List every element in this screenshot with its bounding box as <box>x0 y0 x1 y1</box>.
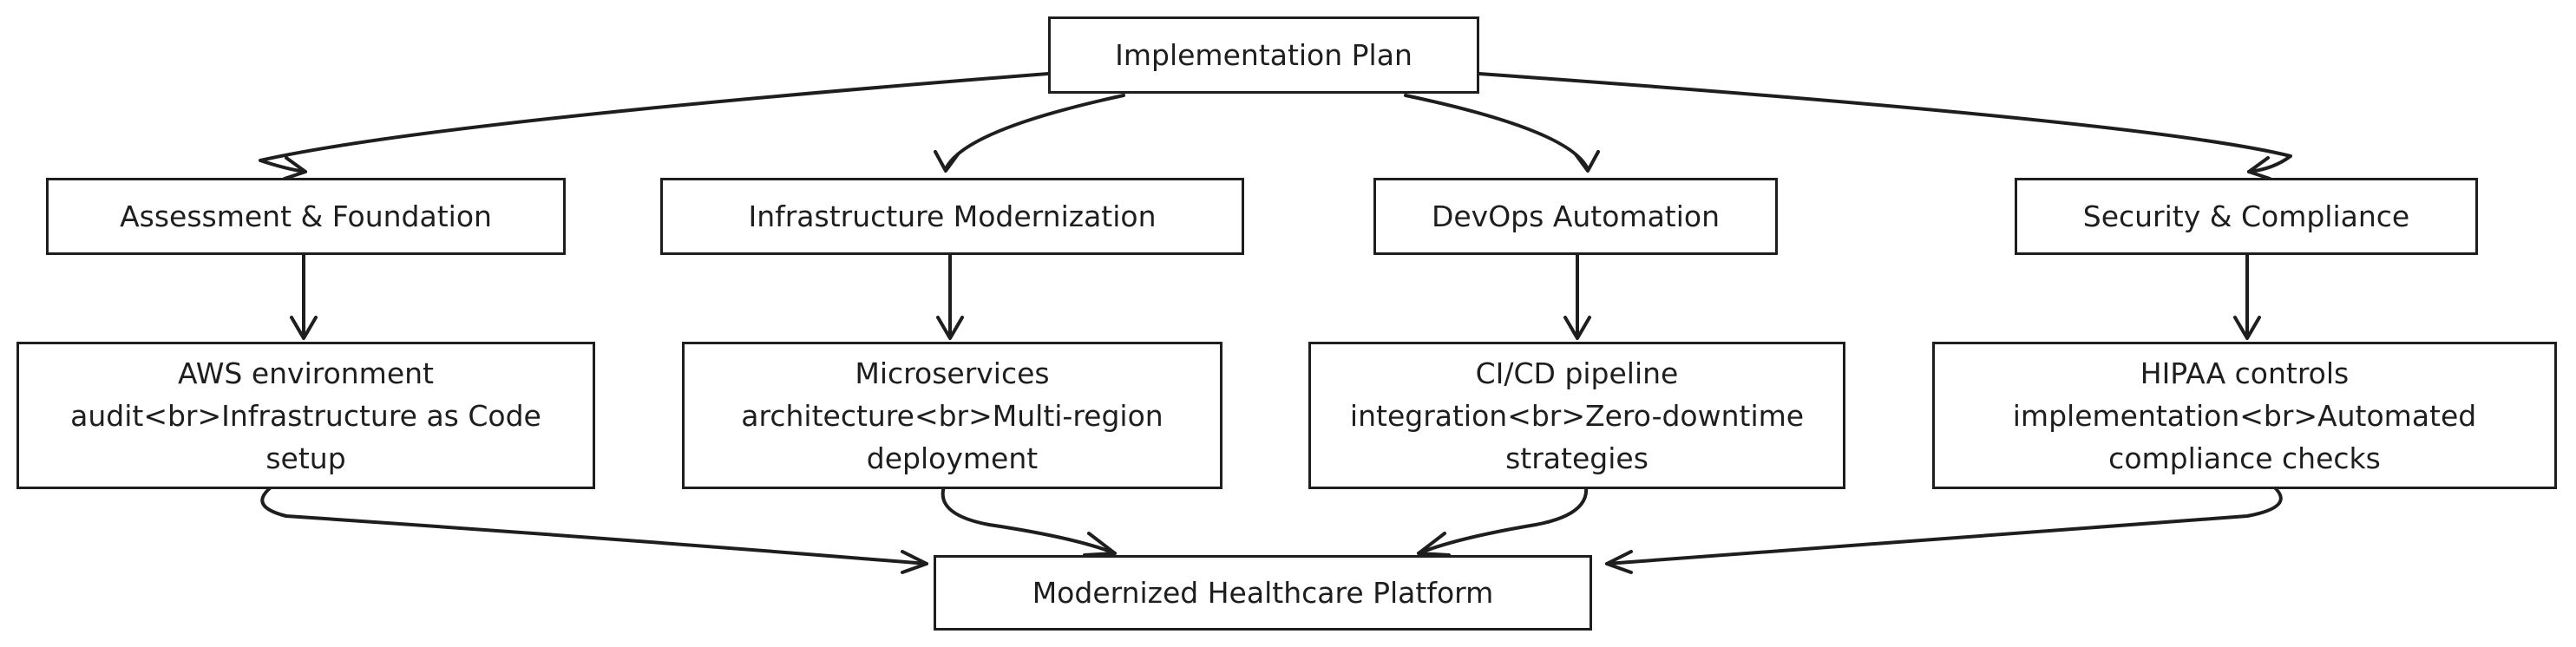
arrow-root-to-security <box>1478 72 2292 180</box>
detail-node-assessment[interactable]: AWS environment audit<br>Infrastructure … <box>16 342 595 489</box>
arrow-root-to-assessment <box>259 72 1050 180</box>
arrow-security-to-outcome <box>1605 467 2283 574</box>
phase-node-security[interactable]: Security & Compliance <box>2015 178 2478 255</box>
outcome-node[interactable]: Modernized Healthcare Platform <box>934 555 1592 631</box>
arrow-devops-to-detail <box>1563 253 1591 340</box>
phase-node-assessment[interactable]: Assessment & Foundation <box>46 178 566 255</box>
arrow-security-to-detail <box>2233 253 2261 340</box>
detail-node-security[interactable]: HIPAA controls implementation<br>Automat… <box>1932 342 2557 489</box>
detail-node-devops[interactable]: CI/CD pipeline integration<br>Zero-downt… <box>1308 342 1845 489</box>
detail-node-infrastructure[interactable]: Microservices architecture<br>Multi-regi… <box>682 342 1222 489</box>
arrow-root-to-devops <box>1404 94 1600 173</box>
arrow-assessment-to-detail <box>290 253 318 340</box>
arrow-assessment-to-outcome <box>260 471 928 574</box>
arrow-infrastructure-to-outcome <box>941 467 1117 557</box>
phase-node-devops[interactable]: DevOps Automation <box>1373 178 1778 255</box>
root-node[interactable]: Implementation Plan <box>1048 16 1479 94</box>
arrow-devops-to-outcome <box>1417 467 1589 557</box>
phase-node-infrastructure[interactable]: Infrastructure Modernization <box>660 178 1244 255</box>
arrow-root-to-infrastructure <box>934 94 1125 173</box>
arrow-infrastructure-to-detail <box>936 253 964 340</box>
